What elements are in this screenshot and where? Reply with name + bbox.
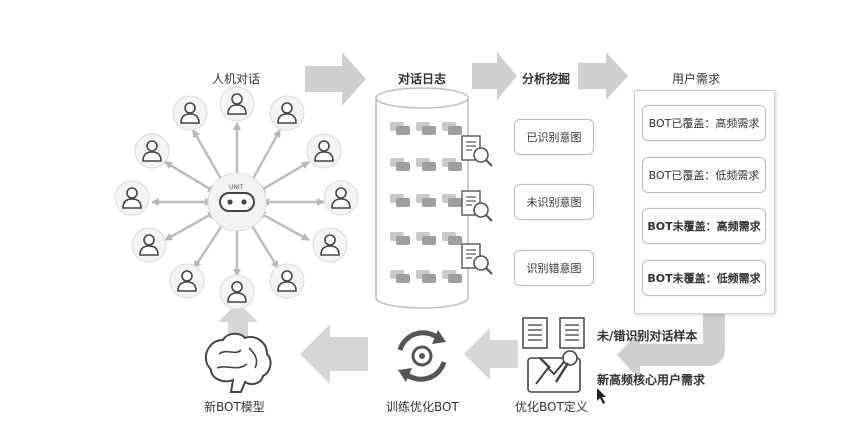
chat-bubble-icon [390,232,410,245]
chat-bubble-icon [416,194,436,207]
header-dialog-log: 对话日志 [398,72,447,86]
flow-arrow-3 [578,52,628,100]
chat-bubble-icon [416,270,436,283]
spokes [151,122,325,277]
need-covered-high: BOT已覆盖：高频需求 [642,105,766,141]
user-icon [134,133,170,169]
flow-arrow-back-2 [300,324,368,384]
document-search-icon [461,135,493,167]
user-icon [269,263,305,299]
robot-icon [207,172,267,232]
chat-bubble-icon [390,158,410,171]
need-covered-low: BOT已覆盖：低频需求 [642,157,766,193]
flow-arrow-1 [305,52,366,106]
user-icon [306,133,342,169]
header-user-needs: 用户需求 [672,72,721,86]
document-search-icon [461,243,493,275]
intent-recognized: 已识别意图 [514,119,594,155]
need-uncovered-low: BOT未覆盖：低频需求 [642,260,766,296]
user-icon [269,95,305,131]
user-icon [114,180,150,216]
core-needs-label: 新高频核心用户需求 [597,373,706,387]
robot-tag: UNIT [229,184,244,191]
chat-bubble-icon [442,270,462,283]
chat-bubble-icon [442,232,462,245]
chat-bubbles [390,122,462,283]
tools-icon [527,350,581,393]
users [114,86,359,310]
document-search-icon [461,190,493,222]
flow-arrow-up [218,302,258,340]
samples-label: 未/错识别对话样本 [597,329,698,343]
train-bot-label: 训练优化BOT [386,400,459,414]
intent-unrecognized: 未识别意图 [514,184,594,220]
document-search-icons [461,135,493,275]
user-icon [323,180,359,216]
chat-bubble-icon [416,158,436,171]
flow-arrow-back-1 [464,328,518,380]
header-analysis: 分析挖掘 [522,72,571,86]
chat-bubble-icon [442,158,462,171]
chat-bubble-icon [390,270,410,283]
user-icon [219,86,255,122]
chat-bubble-icon [390,122,410,135]
chat-bubble-icon [390,194,410,207]
user-icon [172,95,208,131]
user-icon [131,227,167,263]
chat-bubble-icon [416,232,436,245]
flow-arrow-2 [472,52,517,100]
user-icon [169,263,205,299]
chat-bubble-icon [442,194,462,207]
user-icon [312,227,348,263]
document-icon [522,317,585,349]
gear-cycle-icon [397,330,447,382]
brain-icon [205,332,272,393]
need-uncovered-high: BOT未覆盖：高频需求 [642,208,766,244]
header-human-dialog: 人机对话 [212,72,261,86]
chat-bubble-icon [416,122,436,135]
flow-arrow-bend [617,314,725,380]
new-bot-label: 新BOT模型 [204,400,265,414]
cursor-icon [597,388,606,404]
optimize-bot-label: 优化BOT定义 [515,400,588,414]
user-icon [219,274,255,310]
intent-misrecognized: 识别错意图 [514,250,594,286]
chat-bubble-icon [442,122,462,135]
